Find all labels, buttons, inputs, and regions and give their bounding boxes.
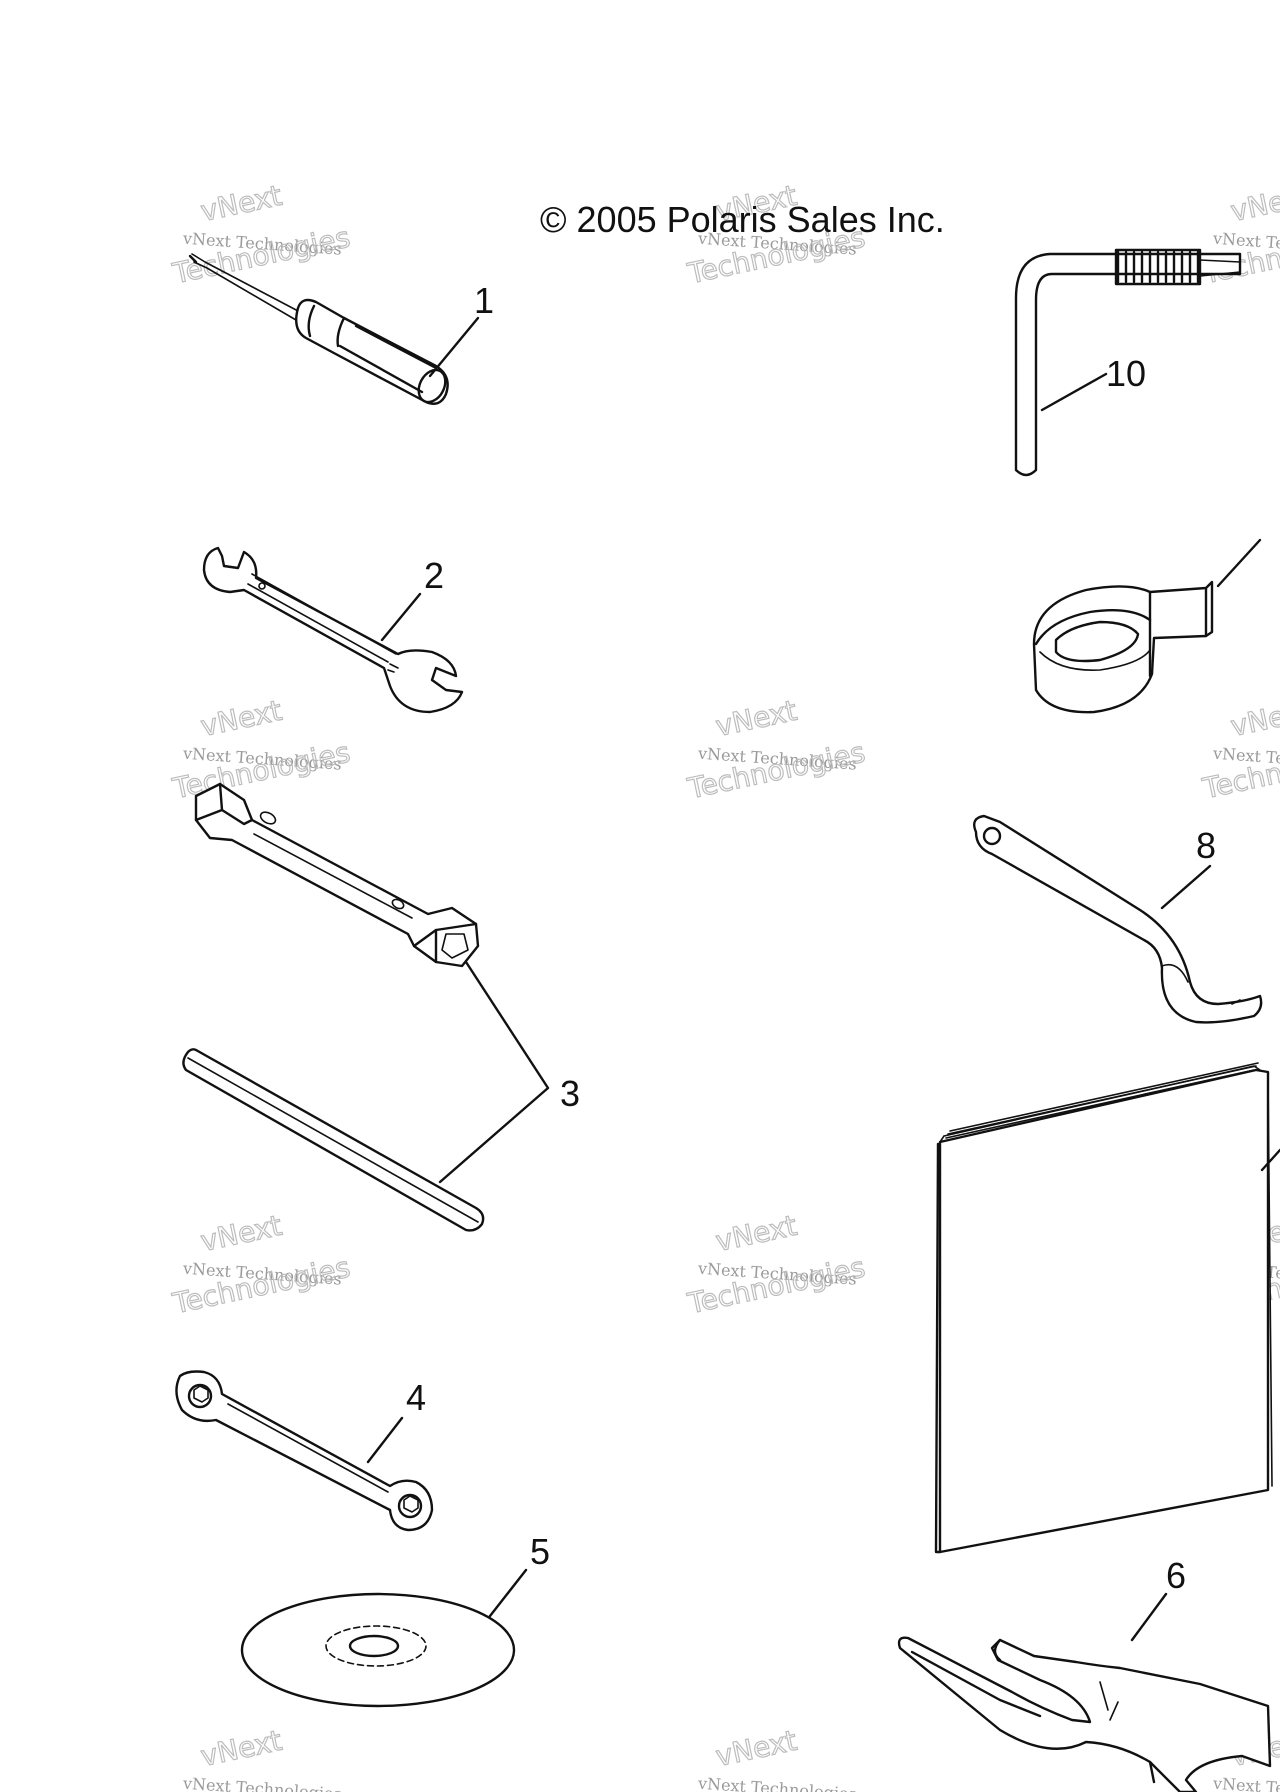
- box-end-wrench-part: [175, 1370, 434, 1532]
- callout-2-label: 2: [424, 555, 444, 596]
- svg-text:vNext: vNext: [713, 1724, 800, 1773]
- callout-1-leader: [428, 316, 480, 378]
- watermark: vNext vNext Technologies Technologies: [169, 1208, 354, 1321]
- disc-part: [240, 1592, 516, 1708]
- svg-text:vNext: vNext: [713, 1209, 800, 1258]
- svg-text:vNext: vNext: [1228, 694, 1280, 743]
- screwdriver-part: [188, 253, 449, 405]
- svg-text:vNext: vNext: [198, 179, 285, 228]
- clutch-holder-tool-part: [897, 1636, 1272, 1792]
- watermark: vNext vNext Technologies Technologies: [684, 1208, 869, 1321]
- svg-text:vNext: vNext: [198, 1209, 285, 1258]
- watermark: vNext vNext Technologies: [181, 1723, 342, 1792]
- tape-roll-part: [1032, 580, 1214, 714]
- callout-5-leader: [488, 1568, 528, 1618]
- svg-text:vNext Technologies: vNext Technologies: [696, 1774, 857, 1792]
- callout-4-label: 4: [406, 1377, 426, 1418]
- copyright-text: © 2005 Polaris Sales Inc.: [540, 199, 945, 240]
- callout-3-leader: [438, 960, 550, 1184]
- callout-5-label: 5: [530, 1531, 550, 1572]
- manual-leader: [1260, 1148, 1280, 1172]
- watermarks: vNext vNext Technologies Technologies vN…: [169, 178, 1280, 1792]
- svg-text:vNext Technologies: vNext Technologies: [181, 1774, 342, 1792]
- l-handle-tool-part: [1014, 248, 1242, 477]
- svg-text:vNext: vNext: [198, 694, 285, 743]
- callout-3-label: 3: [560, 1073, 580, 1114]
- watermark: vNext vNext Technologies Technologies: [169, 693, 354, 806]
- svg-text:vNext: vNext: [198, 1724, 285, 1773]
- callout-6-label: 6: [1166, 1555, 1186, 1596]
- watermark: vNext vNext Technologies: [696, 1723, 857, 1792]
- tape-roll-leader: [1216, 538, 1262, 588]
- owners-manual-part: [934, 1062, 1273, 1554]
- watermark: vNext vNext Technologies Technologies: [1199, 693, 1280, 806]
- callout-8-label: 8: [1196, 825, 1216, 866]
- watermark: vNext vNext Technologies Technologies: [684, 693, 869, 806]
- callout-2-leader: [380, 592, 422, 642]
- spark-plug-socket-part: [194, 782, 480, 968]
- svg-text:vNext: vNext: [1228, 179, 1280, 228]
- callout-10-leader: [1040, 372, 1108, 412]
- watermark: vNext vNext Technologies Technologies: [169, 178, 354, 291]
- callout-8-leader: [1160, 864, 1212, 910]
- tommy-bar-part: [182, 1048, 485, 1232]
- callout-6-leader: [1130, 1592, 1168, 1642]
- open-end-wrench-part: [202, 546, 464, 714]
- svg-text:vNext Technologies: vNext Technologies: [1211, 1774, 1280, 1792]
- spanner-wrench-part: [973, 814, 1263, 1024]
- callout-10-label: 10: [1106, 353, 1146, 394]
- callout-1-label: 1: [474, 280, 494, 321]
- callout-4-leader: [366, 1416, 404, 1464]
- svg-text:vNext: vNext: [713, 694, 800, 743]
